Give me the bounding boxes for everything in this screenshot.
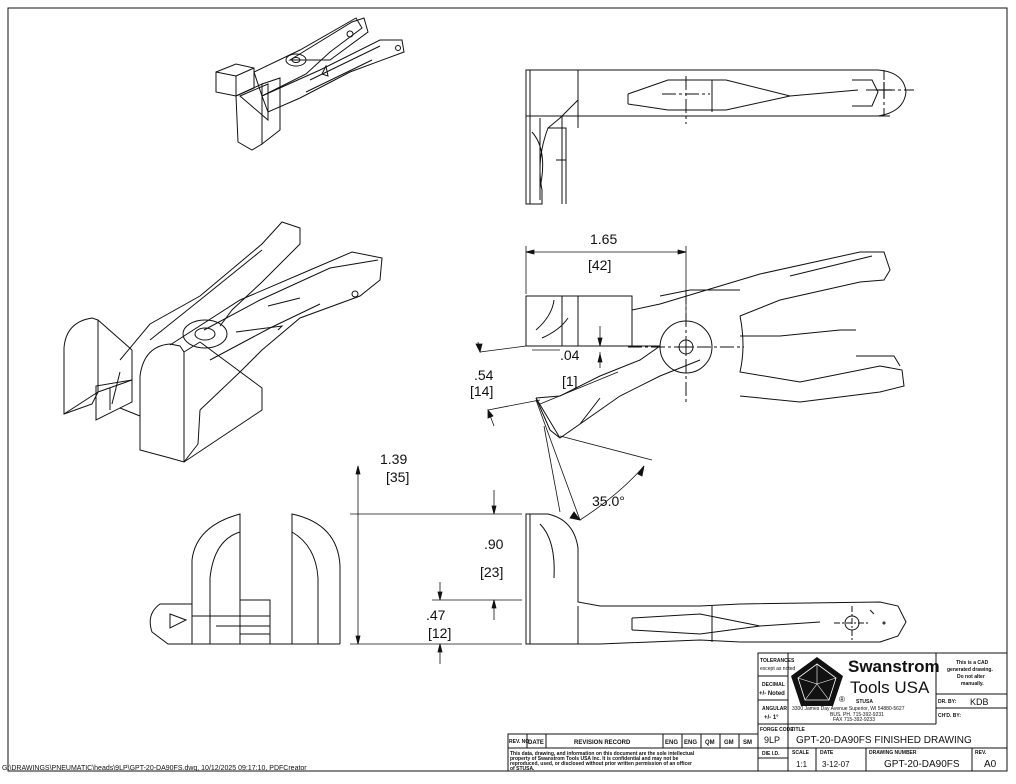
- qm-header: QM: [705, 740, 715, 746]
- forge-code-value: 9LP: [764, 735, 780, 745]
- company-fax: FAX 715-392-9233: [833, 717, 875, 723]
- stusa-label: STUSA: [856, 699, 873, 705]
- confidential-line-2: property of Swanstrom Tools USA Inc. It …: [510, 756, 679, 762]
- dim-width-in: 1.65: [590, 231, 617, 247]
- decimal-label: DECIMAL: [762, 682, 785, 688]
- tolerances-label: TOLERANCES: [760, 658, 795, 664]
- decimal-value: +/- Noted: [759, 691, 785, 697]
- date-value: 3-12-07: [822, 760, 850, 769]
- rev-label: REV.: [975, 750, 987, 756]
- dim-overall-height-in: 1.39: [380, 451, 407, 467]
- dimension-lines: [350, 246, 687, 664]
- scale-label: SCALE: [792, 750, 810, 756]
- checked-by-label: CH'D. BY:: [938, 713, 961, 719]
- cad-note-3: Do not alter: [957, 674, 985, 680]
- title-block: [757, 652, 1008, 772]
- angular-value: +/- 1°: [764, 715, 779, 721]
- top-view: [525, 69, 916, 205]
- rev-value: A0: [984, 759, 997, 770]
- dim-jaw-height-mm: [14]: [470, 383, 493, 399]
- dim-low-height-mm: [12]: [428, 625, 451, 641]
- file-path-footer: G:\DRAWINGS\PNEUMATIC\heads\9LP\GPT-20-D…: [2, 765, 307, 772]
- swanstrom-logo: [791, 657, 843, 706]
- front-view: [525, 251, 905, 439]
- revision-record-header: REVISION RECORD: [574, 740, 631, 746]
- confidential-line-3: reproduced, used, or disclosed without p…: [510, 761, 692, 767]
- drawing-title: GPT-20-DA90FS FINISHED DRAWING: [796, 735, 972, 746]
- isometric-view-small: [215, 17, 405, 151]
- title-label: TITLE: [791, 727, 806, 733]
- registered-mark: ®: [839, 695, 845, 704]
- drawn-by-value: KDB: [970, 697, 989, 707]
- dim-mid-height-in: .90: [484, 536, 504, 552]
- end-view: [149, 513, 341, 645]
- dim-gap-small: .04: [560, 347, 580, 363]
- dim-width-mm: [42]: [588, 257, 611, 273]
- date-header: DATE: [528, 740, 544, 746]
- angular-label: ANGULAR: [762, 706, 787, 712]
- sm-header: SM: [743, 740, 752, 746]
- forge-code-label: FORGE CODE: [760, 727, 794, 733]
- dim-overall-height-mm: [35]: [386, 469, 409, 485]
- dim-low-height-in: .47: [426, 607, 446, 623]
- cad-note-2: generated drawing.: [947, 667, 993, 673]
- die-id-label: DIE I.D.: [762, 751, 780, 757]
- isometric-view-large: [63, 221, 383, 463]
- eng1-header: ENG: [665, 740, 678, 746]
- drawing-number-label: DRAWING NUMBER: [869, 750, 917, 756]
- confidential-line-1: This data, drawing, and information on t…: [510, 751, 695, 757]
- tolerances-note: except as noted: [760, 666, 796, 672]
- eng2-header: ENG: [684, 740, 697, 746]
- dim-jaw-tip-mm: [1]: [562, 373, 578, 389]
- revision-block: [507, 733, 759, 772]
- dimension-labels: 1.65 [42] .04 .54 [14] [1] 35.0° 1.39 [3…: [380, 231, 625, 641]
- drawn-by-label: DR. BY:: [938, 699, 957, 705]
- scale-value: 1:1: [796, 760, 808, 769]
- company-name-line1: Swanstrom: [848, 657, 940, 676]
- rev-no-header: REV. NO: [509, 739, 529, 745]
- dim-mid-height-mm: [23]: [480, 564, 503, 580]
- company-name-line2: Tools USA: [850, 678, 930, 697]
- gm-header: GM: [724, 740, 734, 746]
- title-block-text: TOLERANCES except as noted DECIMAL +/- N…: [759, 657, 997, 770]
- date-label: DATE: [820, 750, 834, 756]
- cad-note-1: This is a CAD: [956, 660, 989, 666]
- dim-jaw-height-in: .54: [474, 367, 494, 383]
- dim-angle: 35.0°: [592, 493, 625, 509]
- side-view: [525, 513, 907, 645]
- drawing-number-value: GPT-20-DA90FS: [884, 759, 960, 770]
- company-address: 3300 James Day Avenue Superior, WI 54880…: [792, 706, 905, 712]
- confidential-line-4: of STUSA.: [510, 766, 535, 772]
- cad-note-4: manually.: [961, 681, 984, 687]
- revision-block-text: REV. NO DATE REVISION RECORD ENG ENG QM …: [509, 739, 752, 772]
- company-phone: BUS. PH. 715-392-9231: [830, 712, 884, 718]
